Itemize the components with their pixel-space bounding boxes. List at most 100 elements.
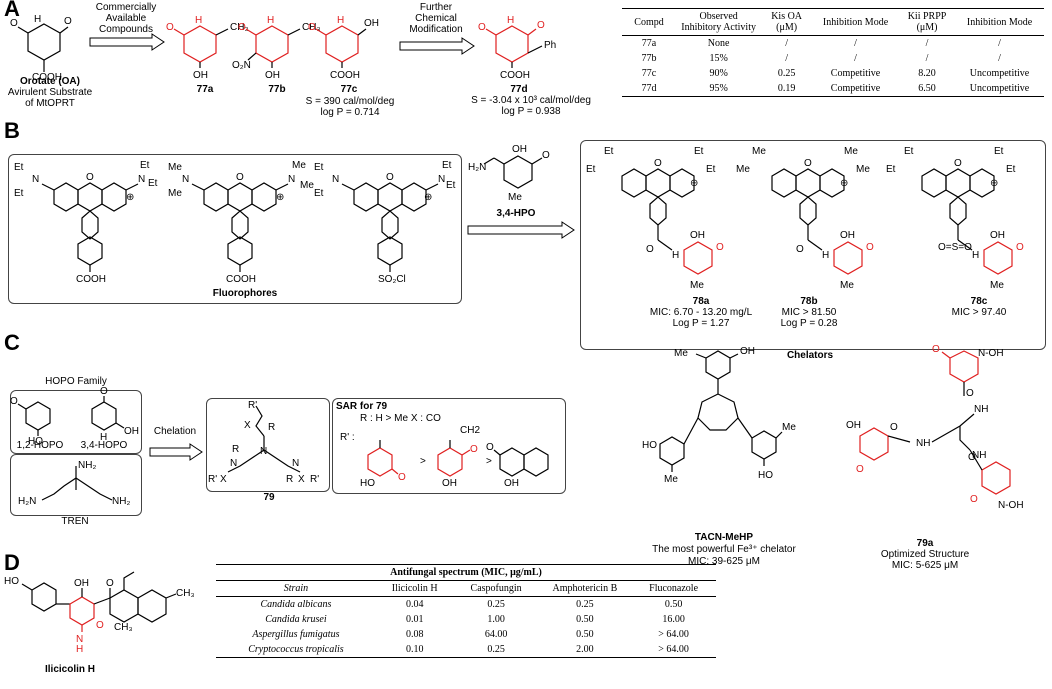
panel-label-a: A: [4, 0, 20, 21]
svg-text:Me: Me: [844, 146, 858, 157]
c78b-logp: Log P = 0.28: [780, 318, 838, 329]
panel-label-d: D: [4, 550, 20, 575]
svg-text:O: O: [308, 22, 316, 33]
svg-text:N: N: [288, 174, 295, 185]
table-row: 77a None / / / /: [622, 36, 1044, 52]
svg-text:R: R: [232, 444, 239, 455]
svg-text:Et: Et: [14, 188, 24, 199]
cell: 0.25: [576, 599, 594, 610]
svg-text:HO: HO: [28, 436, 43, 447]
cell: 2.00: [576, 644, 594, 655]
tren-structure: NH₂ H₂N NH₂: [18, 460, 130, 507]
cell: Candida albicans: [260, 599, 332, 610]
compound-77a-structure: H O CH₃ OH: [166, 15, 249, 81]
svg-text:N: N: [182, 174, 189, 185]
chelators-box: [580, 140, 1046, 350]
cell: 0.19: [777, 83, 796, 94]
svg-text:COOH: COOH: [500, 70, 530, 81]
c77d-logp: log P = 0.938: [501, 106, 561, 117]
svg-text:OH: OH: [504, 478, 519, 489]
svg-text:HO: HO: [4, 576, 19, 587]
svg-text:O: O: [968, 452, 976, 463]
svg-text:NH₂: NH₂: [112, 496, 130, 507]
svg-text:O: O: [478, 22, 486, 33]
hopo-family-label: HOPO Family: [45, 376, 107, 387]
cell: /: [854, 38, 857, 49]
label-77a: 77a: [196, 84, 214, 95]
svg-text:Et: Et: [1006, 164, 1016, 175]
svg-text:O: O: [890, 422, 898, 433]
svg-text:H: H: [76, 644, 83, 655]
svg-text:R': R': [310, 474, 319, 485]
svg-text:O: O: [654, 158, 662, 169]
svg-text:H: H: [972, 250, 979, 261]
svg-text:Et: Et: [140, 160, 150, 171]
svg-text:R': R': [208, 474, 217, 485]
chelators-label: Chelators: [786, 350, 834, 361]
table-row: Cryptococcus tropicalis 0.10 0.25 2.00 >…: [216, 642, 716, 658]
arrow-right-icon: [149, 443, 203, 461]
hpo-structure: OH O H₂N Me: [468, 144, 550, 203]
svg-text:H: H: [672, 250, 679, 261]
cell: 64.00: [484, 629, 508, 640]
svg-text:X: X: [298, 474, 305, 485]
svg-text:N: N: [292, 458, 299, 469]
th-ilicicolin: Ilicicolin H: [391, 583, 438, 594]
svg-text:CH₃: CH₃: [230, 22, 249, 33]
cell: /: [925, 53, 929, 64]
svg-text:O: O: [100, 386, 108, 397]
label-78c: 78c: [970, 296, 988, 307]
sar-r: R : H > Me X : CO: [360, 413, 441, 424]
cell: 0.08: [405, 629, 424, 640]
svg-text:N: N: [138, 174, 145, 185]
svg-text:Et: Et: [586, 164, 596, 175]
cell: 77b: [641, 53, 657, 64]
sar-structures: R' : O HO > O OH > O OH: [340, 432, 549, 489]
svg-text:O: O: [166, 22, 174, 33]
svg-text:O: O: [954, 158, 962, 169]
svg-text:>: >: [420, 456, 426, 467]
svg-text:Me: Me: [736, 164, 750, 175]
antifungal-table-title: Antifungal spectrum (MIC, μg/mL): [390, 567, 542, 578]
svg-text:COOH: COOH: [32, 72, 62, 83]
svg-text:OH: OH: [740, 346, 755, 357]
cell: Uncompetitive: [969, 68, 1030, 79]
svg-text:O=S=O: O=S=O: [938, 242, 972, 253]
svg-text:O: O: [796, 244, 804, 255]
svg-text:Me: Me: [752, 146, 766, 157]
hopo34-label: 3,4-HOPO: [80, 440, 128, 451]
arrow2-line2: Chemical: [415, 13, 457, 24]
svg-text:CH₃: CH₃: [114, 622, 133, 633]
tren-label: TREN: [61, 516, 89, 527]
cell: 0.04: [405, 599, 424, 610]
th-kii: Kii PRPP (μM): [907, 11, 947, 33]
arrow2-line3: Modification: [409, 24, 463, 35]
c79-box: [206, 398, 330, 492]
arrow-right-icon: [399, 37, 475, 55]
svg-text:Me: Me: [840, 280, 854, 291]
svg-text:NH: NH: [974, 404, 988, 415]
cell: /: [854, 53, 857, 64]
svg-text:O: O: [398, 472, 406, 483]
compound-79a-structure: O N-OH O NH NH O OH O O NH O N-OH: [846, 344, 1024, 511]
cell: 77d: [641, 83, 657, 94]
antifungal-table: Antifungal spectrum (MIC, μg/mL) Strain …: [216, 564, 716, 658]
cell: /: [925, 38, 929, 49]
ilicicolin-structure: HO OH N H O O CH₃ CH₃: [4, 571, 195, 655]
svg-text:O: O: [106, 578, 114, 589]
cell: Uncompetitive: [969, 83, 1030, 94]
svg-text:OH: OH: [124, 426, 139, 437]
cell: /: [998, 53, 1001, 64]
svg-text:H: H: [507, 15, 514, 26]
svg-text:O: O: [970, 494, 978, 505]
table-row: 77d 95% 0.19 Competitive 6.50 Uncompetit…: [622, 81, 1044, 97]
panel-label-c: C: [4, 330, 20, 355]
cell: Candida krusei: [265, 614, 327, 625]
svg-text:H: H: [34, 14, 41, 25]
cell: Aspergillus fumigatus: [252, 629, 340, 640]
svg-text:⊕: ⊕: [276, 192, 284, 203]
svg-text:Et: Et: [442, 160, 452, 171]
svg-text:H: H: [337, 15, 344, 26]
